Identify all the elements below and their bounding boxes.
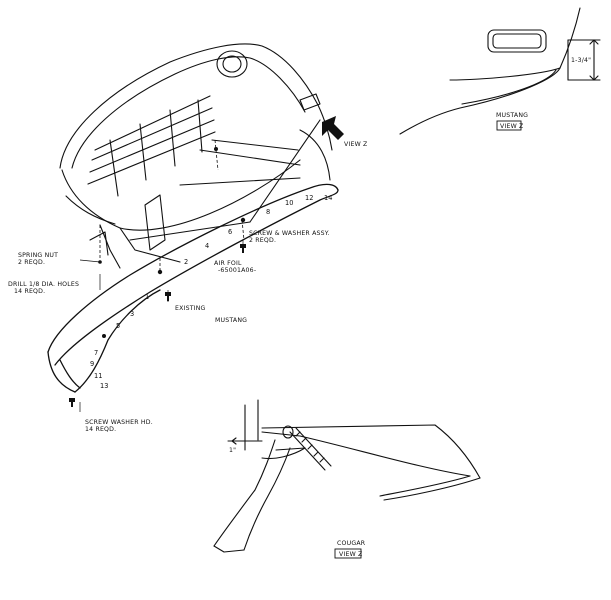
hole-number: 4 — [205, 242, 209, 250]
spring-nut-qty: 2 REQD. — [18, 259, 45, 266]
mustang-top-label: MUSTANG — [496, 112, 528, 119]
hole-number: 8 — [266, 208, 270, 216]
drill-holes-qty: 14 REQD. — [14, 288, 45, 295]
screw-washer-hd-qty: 14 REQD. — [85, 426, 116, 433]
hole-number: 14 — [324, 194, 332, 202]
drill-holes-label: DRILL 1/8 DIA. HOLES — [8, 281, 79, 288]
view-z-arrow-label: VIEW Z — [344, 141, 368, 148]
screw-icon — [240, 244, 246, 253]
inch-dimension-label: 1" — [229, 447, 236, 454]
screw-icon — [165, 292, 171, 301]
hole-number: 13 — [100, 382, 108, 390]
hole-markers — [98, 147, 246, 338]
hole-number: 12 — [305, 194, 313, 202]
hole-number: 1 — [145, 293, 149, 301]
view-z-top-box — [496, 120, 522, 131]
cougar-detail — [213, 399, 481, 553]
hole-number-labels: 1 2 3 4 5 6 7 8 9 10 11 12 13 14 — [90, 194, 332, 390]
hole-number: 7 — [94, 349, 98, 357]
air-foil-label: AIR FOIL — [214, 260, 242, 267]
dimension-label: 1-3/4" — [571, 57, 591, 64]
screw-icon — [69, 398, 75, 407]
view-z-bottom-box — [334, 548, 362, 559]
car-front-body — [59, 43, 333, 269]
mustang-mid-label: MUSTANG — [215, 317, 247, 324]
hole-number: 6 — [228, 228, 232, 236]
existing-label: EXISTING — [175, 305, 206, 312]
spring-nut-label: SPRING NUT — [18, 252, 58, 259]
view-z-bottom-label: VIEW Z — [339, 551, 363, 558]
screw-washer-assy-qty: 2 REQD. — [249, 237, 276, 244]
hole-number: 10 — [285, 199, 293, 207]
air-foil-part — [47, 183, 339, 393]
cougar-label: COUGAR — [337, 540, 366, 547]
screw-washer-assy-label: SCREW & WASHER ASSY. — [249, 230, 330, 237]
view-z-arrow-icon — [322, 116, 344, 140]
view-z-top-label: VIEW Z — [500, 123, 524, 130]
hole-number: 9 — [90, 360, 94, 368]
screw-washer-hd-label: SCREW WASHER HD. — [85, 419, 153, 426]
hole-number: 5 — [116, 322, 120, 330]
hole-number: 11 — [94, 372, 102, 380]
fastener-leader-lines — [99, 139, 245, 272]
hole-number: 2 — [184, 258, 188, 266]
view-z-detail-top — [399, 7, 601, 135]
hole-number: 3 — [130, 310, 134, 318]
air-foil-part-number: -65001A06- — [218, 267, 256, 274]
